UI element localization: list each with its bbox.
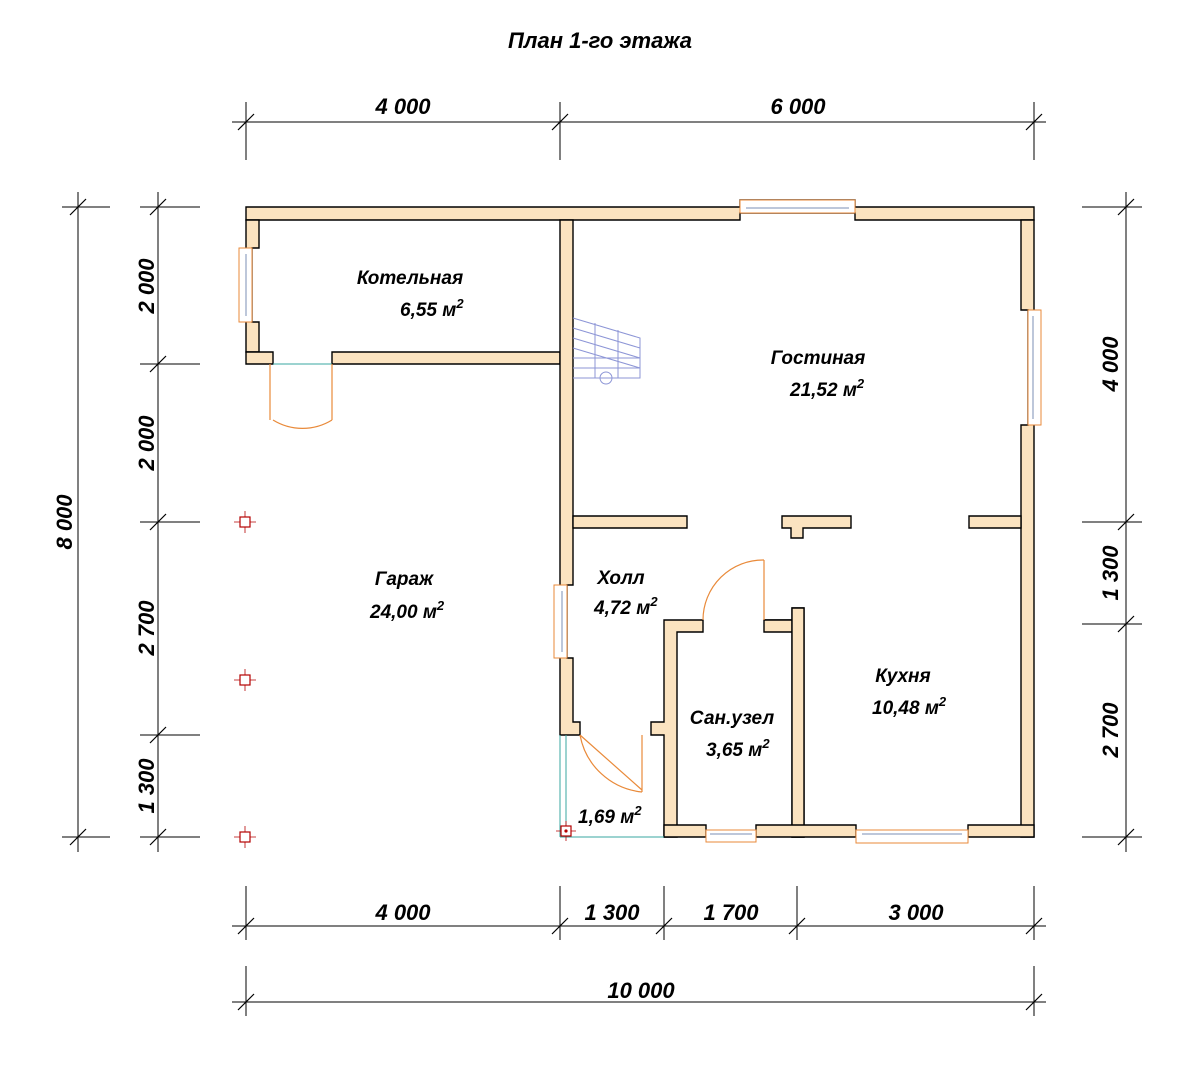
wall-boiler-bottom-right [331,351,561,365]
window-hall [553,584,568,659]
bottom-dim-1: 4 000 [374,900,431,925]
window-top-living [739,199,856,214]
bottom-dim-2: 1 300 [584,900,640,925]
room-garage-area: 24,00 м2 [369,598,445,623]
room-kitchen-name: Кухня [875,666,930,687]
room-boiler-area-sup: 2 [455,296,464,311]
room-hall-area-sup: 2 [649,594,658,609]
wall-bathroom-door-right [763,619,793,633]
right-dim-2: 1 300 [1098,545,1123,601]
room-living-area-sup: 2 [856,376,865,391]
left-dim-4: 1 300 [134,758,159,814]
garage-columns [234,511,576,848]
door-bathroom [702,559,765,621]
column-3 [234,826,256,848]
top-dimension-line [232,102,1046,160]
windows [238,199,1042,844]
bottom-dimension-line [232,886,1046,940]
room-boiler-area: 6,55 м2 [400,296,464,321]
room-boiler: Котельная 6,55 м2 [357,268,465,321]
room-bathroom-area-value: 3,65 м [706,740,762,761]
room-kitchen-area-value: 10,48 м [872,698,939,719]
plan-title: План 1-го этажа [508,28,692,53]
room-vestibule-area-value: 1,69 м [578,807,634,828]
wall-bottom-3 [967,824,1035,838]
window-right-living [1027,309,1042,426]
room-bathroom: Сан.узел 3,65 м2 [690,708,775,761]
window-kitchen [855,829,969,844]
column-4 [556,821,576,841]
room-hall-name: Холл [596,568,644,589]
left-total-dim: 8 000 [52,494,77,550]
room-bathroom-area: 3,65 м2 [706,736,770,761]
window-left-boiler [238,247,253,323]
room-living-name: Гостиная [771,348,866,369]
bottom-dim-4: 3 000 [888,900,944,925]
left-dim-2: 2 000 [134,415,159,472]
room-garage-area-sup: 2 [436,598,445,613]
room-vestibule-area-sup: 2 [633,803,642,818]
room-garage: Гараж 24,00 м2 [369,569,445,623]
wall-bottom-1 [663,824,707,838]
left-total-dimension-line [62,192,110,852]
bottom-dim-3: 1 700 [703,900,759,925]
wall-kitchen-left [791,607,805,838]
left-dim-1: 2 000 [134,258,159,315]
right-dimension-line [1082,192,1142,852]
door-vestibule [579,734,643,793]
right-dim-1: 4 000 [1098,336,1123,393]
wall-chimney [781,515,852,539]
room-living-area-value: 21,52 м [789,380,857,401]
wall-top [245,199,1035,221]
walls [245,199,1035,838]
total-width-dim: 10 000 [607,978,675,1003]
room-boiler-name: Котельная [357,268,463,289]
vestibule-entry [559,735,664,838]
room-living-area: 21,52 м2 [789,376,865,401]
room-vestibule-area: 1,69 м2 [578,803,642,828]
top-dim-2: 6 000 [770,94,826,119]
wall-bottom-2 [755,824,857,838]
stair [572,317,641,385]
room-living: Гостиная 21,52 м2 [771,348,866,401]
window-bathroom [705,829,757,843]
room-garage-area-value: 24,00 м [369,602,437,623]
room-kitchen-area: 10,48 м2 [872,694,947,719]
room-hall-area-value: 4,72 м [593,598,650,619]
room-kitchen: Кухня 10,48 м2 [872,666,947,719]
wall-hall-partition [572,515,688,529]
room-boiler-area-value: 6,55 м [400,300,456,321]
total-width-dimension-line [232,966,1046,1016]
left-dim-3: 2 700 [134,600,159,657]
room-bathroom-area-sup: 2 [761,736,770,751]
right-dim-3: 2 700 [1098,702,1123,759]
room-hall: Холл 4,72 м2 [593,568,658,619]
doors [269,363,765,838]
column-2 [234,669,256,691]
wall-boiler-bottom-left [245,351,274,365]
left-inner-dimension-line [140,192,200,852]
top-dim-1: 4 000 [374,94,431,119]
room-hall-area: 4,72 м2 [593,594,658,619]
room-vestibule: 1,69 м2 [578,803,642,828]
column-1 [234,511,256,533]
room-bathroom-name: Сан.узел [690,708,775,729]
door-boiler [269,363,333,429]
room-kitchen-area-sup: 2 [938,694,947,709]
wall-bathroom-left [650,619,704,838]
room-garage-name: Гараж [375,569,434,590]
wall-kitchen-partition [968,515,1022,529]
